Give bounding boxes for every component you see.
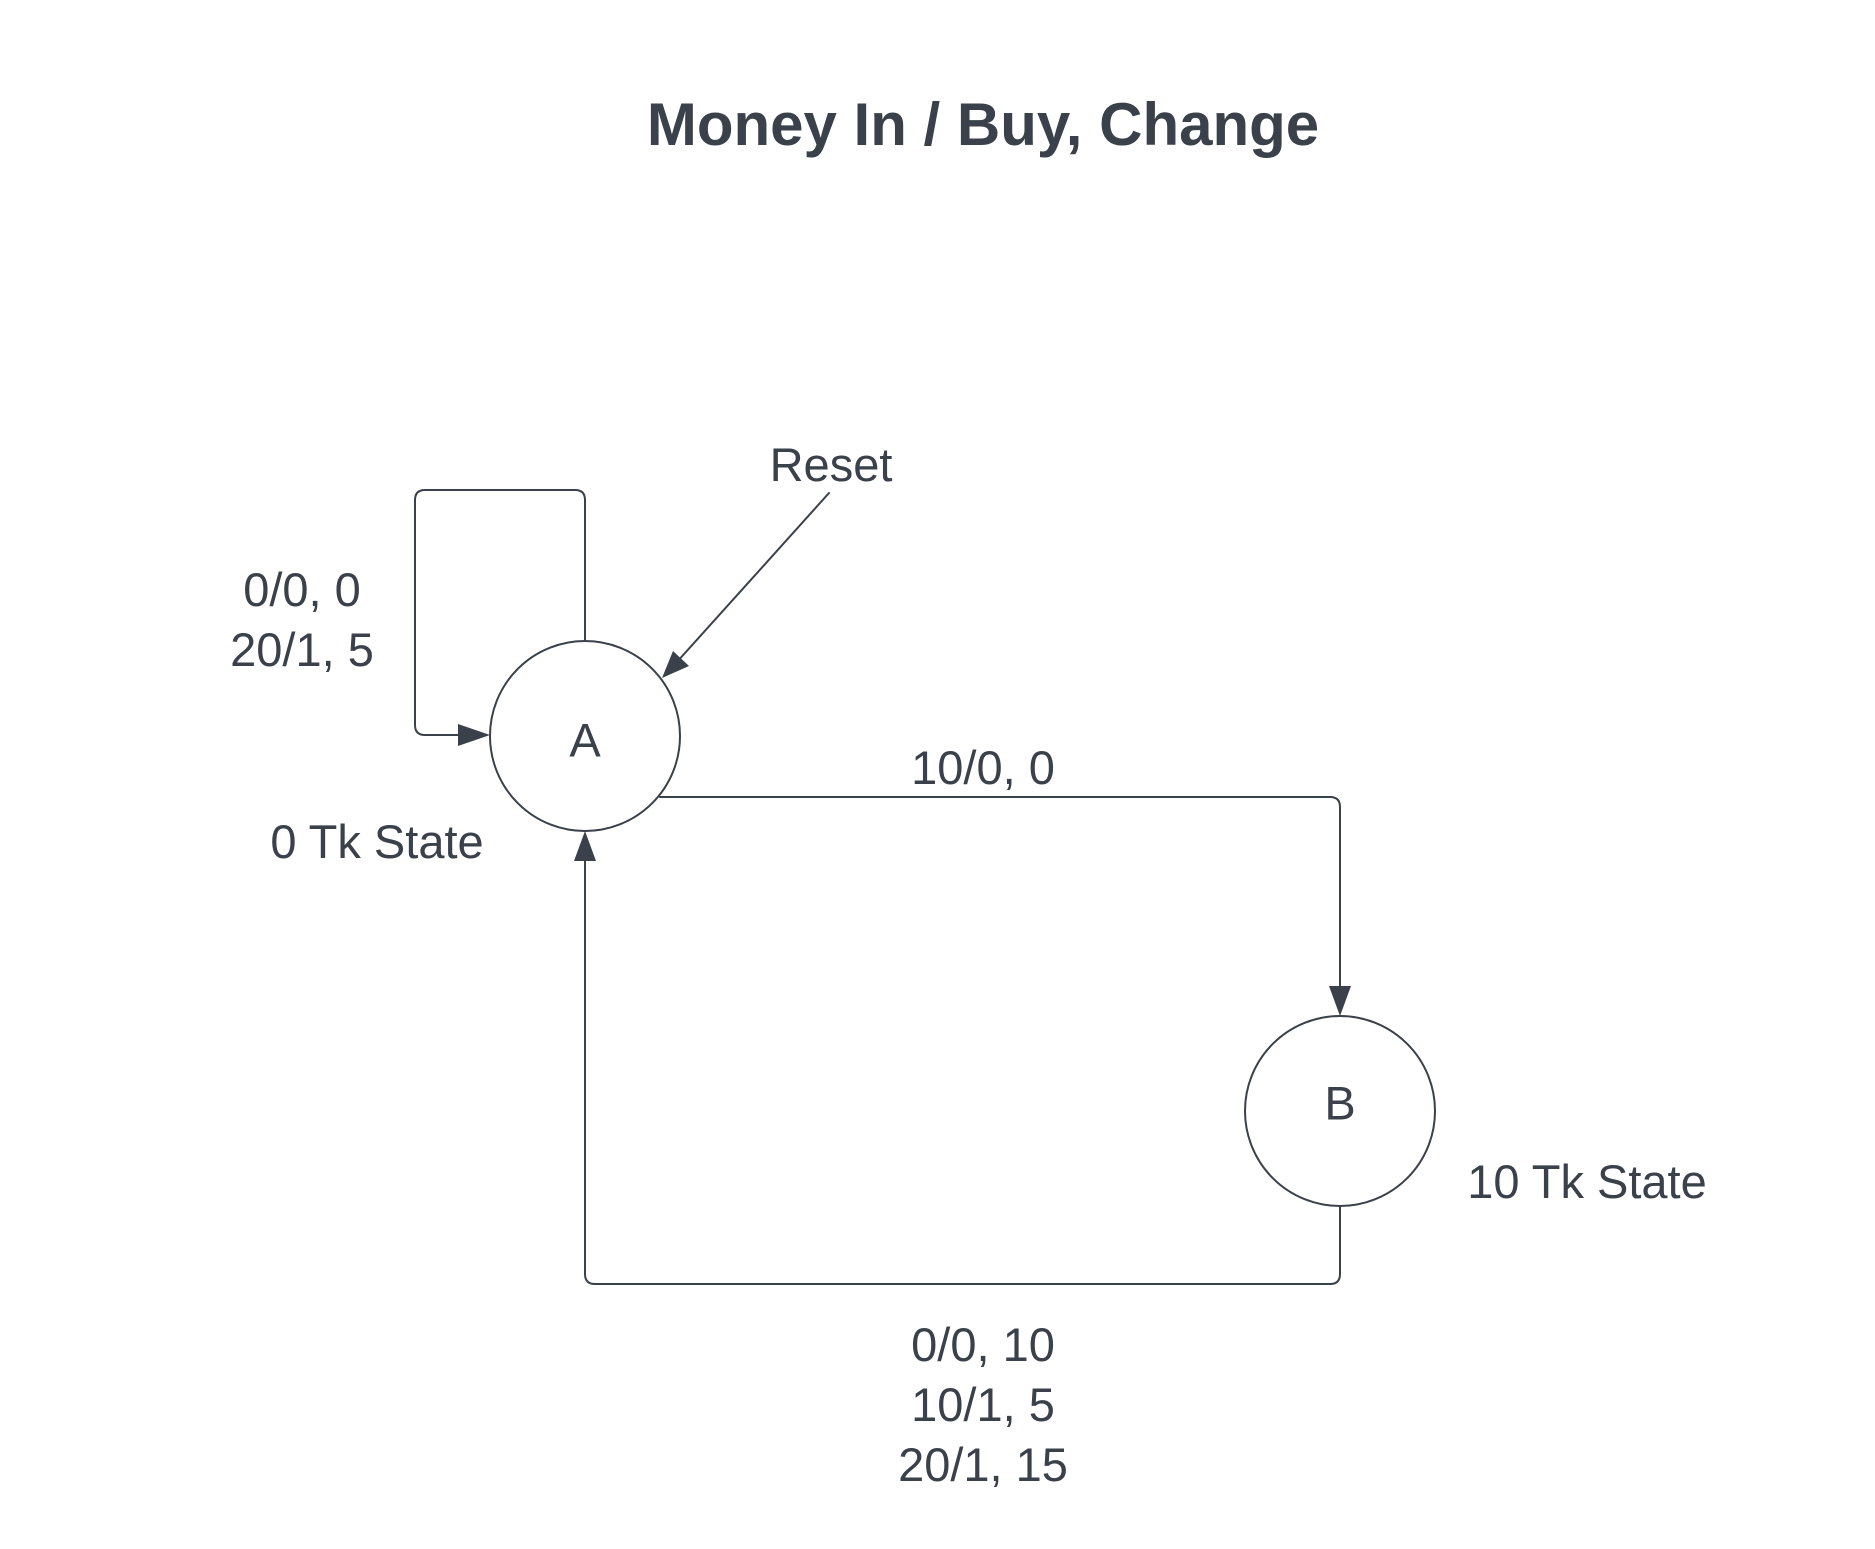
reset-arrowhead — [662, 651, 689, 678]
b-to-a-label-line: 10/1, 5 — [911, 1378, 1055, 1431]
state-b-description: 10 Tk State — [1467, 1155, 1707, 1208]
b-to-a-edge — [584, 856, 1341, 1285]
a-to-b-edge — [659, 796, 1341, 991]
self-loop-a-label-line: 20/1, 5 — [230, 623, 374, 676]
reset-label: Reset — [770, 438, 893, 491]
b-to-a-label-line: 0/0, 10 — [911, 1318, 1055, 1371]
state-a-node[interactable] — [489, 640, 681, 832]
b-to-a-arrowhead — [574, 831, 596, 861]
self-loop-a-arrowhead — [458, 724, 490, 746]
self-loop-a-label-line: 0/0, 0 — [243, 563, 361, 616]
b-to-a-label-line: 20/1, 15 — [898, 1438, 1068, 1491]
state-a-label: A — [569, 713, 601, 766]
self-loop-a-edge — [414, 489, 586, 736]
a-to-b-label-line: 10/0, 0 — [911, 741, 1055, 794]
state-b-node[interactable] — [1244, 1015, 1436, 1207]
state-a-description: 0 Tk State — [270, 815, 483, 868]
reset-edge — [675, 492, 830, 664]
a-to-b-arrowhead — [1329, 986, 1351, 1016]
diagram-title: Money In / Buy, Change — [647, 91, 1319, 158]
state-b-label: B — [1324, 1076, 1355, 1129]
